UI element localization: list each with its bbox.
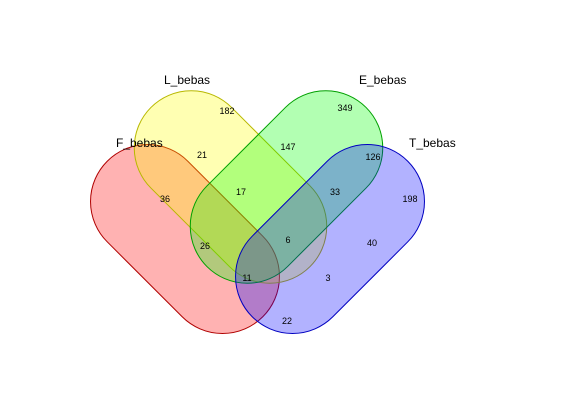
count-E-only: 349 xyxy=(337,103,352,113)
count-L-E: 147 xyxy=(280,142,295,152)
count-E-T: 126 xyxy=(365,152,380,162)
count-F-only: 36 xyxy=(160,194,170,204)
set-label-F: F_bebas xyxy=(116,136,163,150)
shapes-layer xyxy=(90,90,425,334)
count-F-L-T: 3 xyxy=(325,273,330,283)
count-F-E: 26 xyxy=(200,241,210,251)
set-E-shape xyxy=(189,90,384,284)
count-F-E-T: 11 xyxy=(242,273,251,283)
set-label-L: L_bebas xyxy=(164,73,210,87)
count-L-T: 40 xyxy=(367,238,377,248)
count-F-T: 22 xyxy=(282,316,292,326)
count-F-L-E: 17 xyxy=(236,187,246,197)
set-F-shape xyxy=(90,144,280,334)
set-label-T: T_bebas xyxy=(409,136,456,150)
count-T-only: 198 xyxy=(402,194,417,204)
region-counts: 182 349 147 21 126 36 17 33 198 6 26 40 … xyxy=(160,103,418,326)
count-L-only: 182 xyxy=(219,106,234,116)
count-F-L: 21 xyxy=(197,150,207,160)
set-labels: F_bebas L_bebas E_bebas T_bebas xyxy=(116,73,456,150)
count-L-E-T: 33 xyxy=(330,187,340,197)
set-label-E: E_bebas xyxy=(359,73,406,87)
count-F-L-E-T: 6 xyxy=(285,235,290,245)
set-T-shape xyxy=(235,144,425,334)
